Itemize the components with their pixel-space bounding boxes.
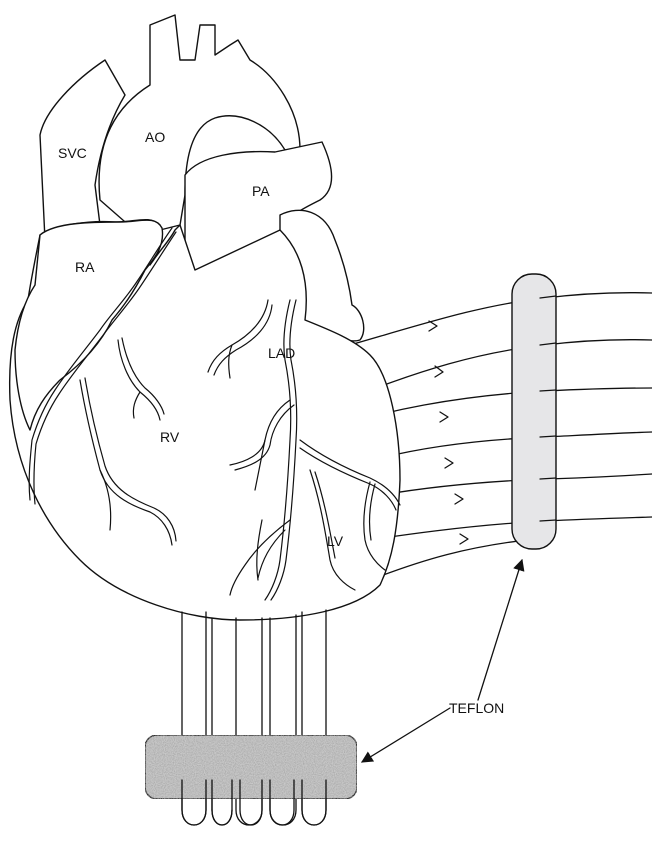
arrow-to-bottom-pad [362,708,450,762]
label-pa: PA [252,183,270,199]
chev-4 [445,458,453,468]
label-teflon: TEFLON [449,700,504,716]
label-lv: LV [327,533,344,549]
label-ra: RA [75,259,95,275]
label-svc: SVC [58,145,87,161]
lateral-suture-1 [350,293,652,345]
teflon-pad-bottom [145,735,357,799]
teflon-pad-lateral [512,274,556,549]
label-ao: AO [145,129,165,145]
label-rv: RV [160,429,180,445]
lateral-suture-2 [345,340,652,400]
label-lad: LAD [268,345,295,361]
arrow-to-lateral-pad [478,560,522,700]
